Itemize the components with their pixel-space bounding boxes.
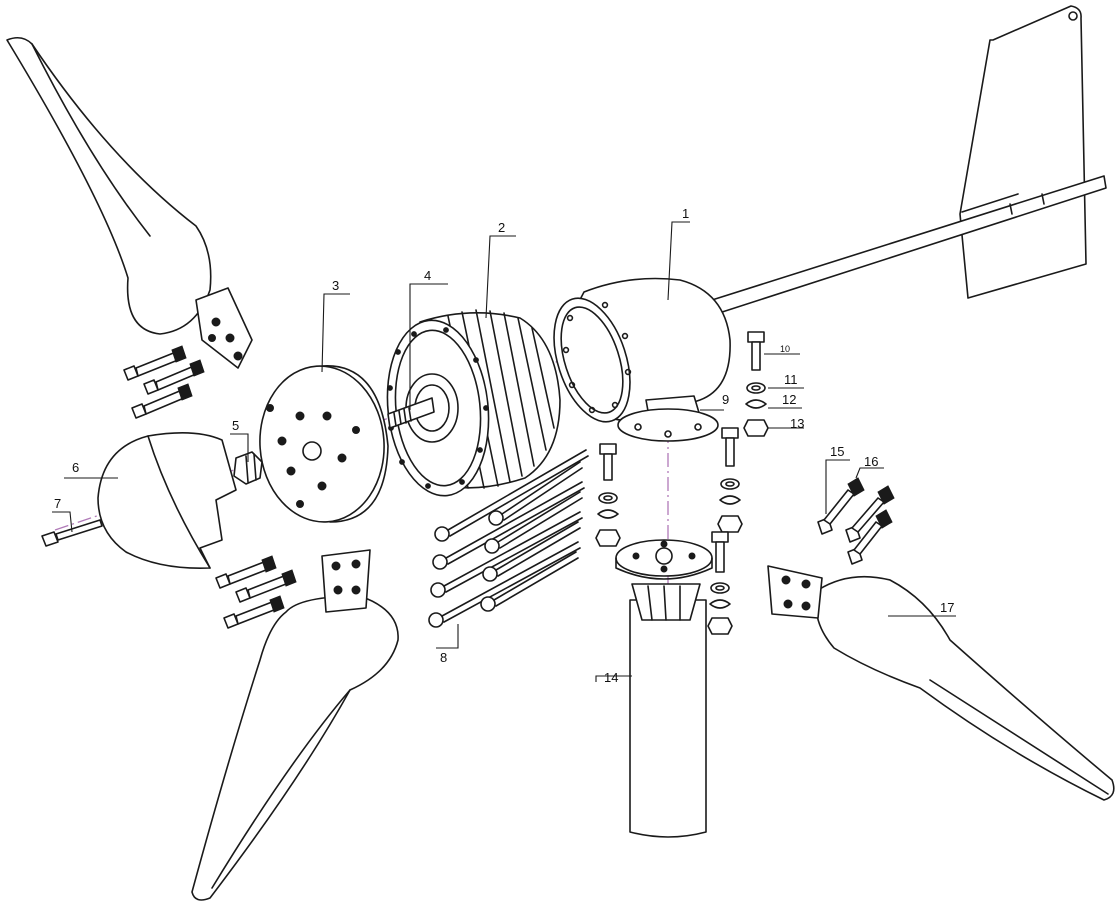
yaw-flange xyxy=(617,408,719,442)
blade-bolts-right xyxy=(817,477,895,565)
label-part-13: 13 xyxy=(790,416,804,431)
long-bolt xyxy=(430,511,583,598)
generator xyxy=(386,309,561,497)
blade-upper-left xyxy=(6,36,253,369)
part-number-labels: 1 2 3 4 5 6 7 8 9 10 11 12 13 14 15 16 1… xyxy=(54,206,954,685)
center-axes xyxy=(54,177,1106,660)
leader-14 xyxy=(595,675,632,682)
leader-5 xyxy=(230,433,249,462)
flat-washer xyxy=(746,382,766,394)
hub-center-hole xyxy=(302,441,322,461)
tower-pole xyxy=(629,599,707,838)
label-part-12: 12 xyxy=(782,392,796,407)
nose-cone-shell xyxy=(97,432,237,569)
long-bolt xyxy=(484,491,583,554)
label-part-5: 5 xyxy=(232,418,239,433)
tail-boom-joint-2 xyxy=(1041,193,1045,205)
hub-nut xyxy=(233,451,263,485)
long-bolt xyxy=(480,551,579,612)
blade-ll-root-plate xyxy=(321,549,371,613)
blade-lower-left xyxy=(191,549,399,901)
blade-bolts-upper xyxy=(123,345,205,419)
center-bolt xyxy=(41,519,103,547)
long-bolt xyxy=(432,481,585,570)
leader-7 xyxy=(52,511,73,533)
label-part-3: 3 xyxy=(332,278,339,293)
hub-disc-face xyxy=(259,365,385,523)
label-part-1: 1 xyxy=(682,206,689,221)
leader-16 xyxy=(855,467,884,479)
label-part-9: 9 xyxy=(722,392,729,407)
tail-vane xyxy=(711,5,1107,315)
label-part-7: 7 xyxy=(54,496,61,511)
long-bolt xyxy=(434,449,589,542)
tail-boom-joint xyxy=(1009,203,1013,215)
nacelle-rim-bolts xyxy=(562,301,632,414)
tail-fin-shape xyxy=(959,5,1087,299)
long-bolt xyxy=(488,461,583,526)
label-part-10: 10 xyxy=(780,344,790,354)
leader-15 xyxy=(825,459,850,514)
tail-fin-hole xyxy=(1068,11,1078,21)
blade-r-body xyxy=(815,575,1115,801)
nose-cone-seam xyxy=(147,435,211,569)
yaw-bolt-head xyxy=(747,331,765,343)
label-part-8: 8 xyxy=(440,650,447,665)
label-part-16: 16 xyxy=(864,454,878,469)
label-part-6: 6 xyxy=(72,460,79,475)
leader-1 xyxy=(667,221,690,301)
long-bolt xyxy=(482,521,581,582)
center-bolt-head xyxy=(41,531,59,547)
hub-disc xyxy=(259,365,389,523)
nose-cone xyxy=(97,432,237,569)
nacelle-front-opening xyxy=(553,297,631,423)
blade-r-root-plate xyxy=(767,565,823,619)
leader-2 xyxy=(485,235,516,319)
leader-8 xyxy=(436,624,459,649)
center-bolt-shank xyxy=(55,519,103,541)
blade-ll-edge xyxy=(211,689,351,889)
leader-lines xyxy=(52,221,956,682)
label-part-11: 11 xyxy=(784,372,798,387)
blade-ul-body xyxy=(6,36,212,335)
blade-ul-root-plate xyxy=(195,287,253,369)
blade-right xyxy=(767,565,1115,801)
label-part-15: 15 xyxy=(830,444,844,459)
label-part-14: 14 xyxy=(604,670,618,685)
tower-flange-edge xyxy=(615,557,713,580)
long-bolt xyxy=(428,541,581,628)
generator-shaft xyxy=(387,397,435,429)
leader-3 xyxy=(321,293,350,373)
label-part-17: 17 xyxy=(940,600,954,615)
hub-bolt-holes xyxy=(266,404,360,508)
label-part-2: 2 xyxy=(498,220,505,235)
spring-washer xyxy=(745,399,767,409)
blade-ll-body xyxy=(191,595,399,901)
blade-r-edge xyxy=(929,679,1109,795)
generator-long-bolts xyxy=(428,449,589,628)
blade-bolts-lower xyxy=(215,555,297,629)
blade-ul-edge xyxy=(31,43,151,237)
tower xyxy=(615,539,713,838)
nacelle-front-rim xyxy=(560,306,624,414)
shaft-thread xyxy=(393,407,412,427)
leader-4 xyxy=(409,283,448,410)
yaw-bolt-stack-top xyxy=(743,331,769,437)
nacelle-body xyxy=(553,277,731,442)
hex-nut xyxy=(743,419,769,437)
yaw-bolt-shank xyxy=(751,341,761,371)
yaw-bolt-stack-middle xyxy=(717,427,743,533)
tail-fin-seam xyxy=(961,193,1019,213)
yaw-bolt-stack-left xyxy=(595,443,621,547)
yaw-bolt-stack-lower xyxy=(707,531,733,635)
label-part-4: 4 xyxy=(424,268,431,283)
